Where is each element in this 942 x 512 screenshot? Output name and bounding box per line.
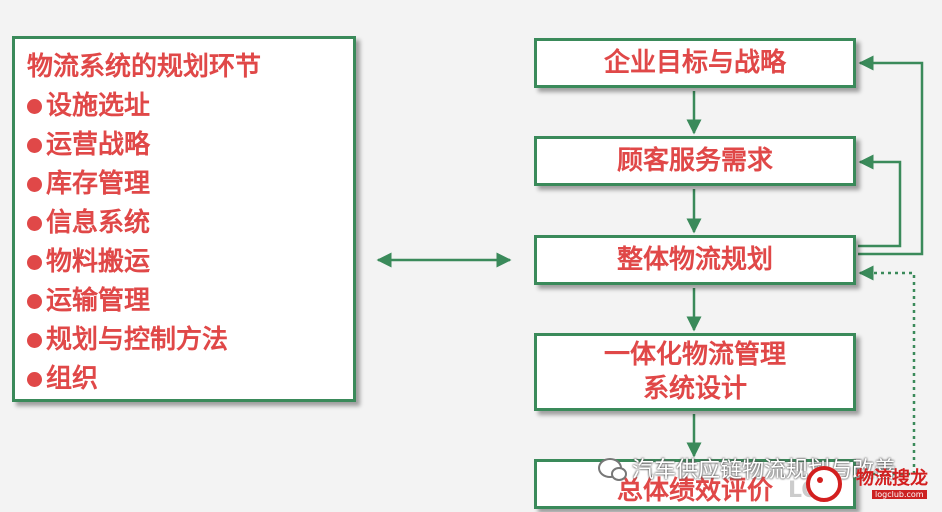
bullet-icon: [27, 255, 42, 270]
watermark-text: 汽车供应链物流规划与改善: [632, 458, 897, 483]
dotted-feedback-step5-to-step3: [858, 265, 916, 476]
flow-step-label: 整体物流规划: [616, 245, 773, 275]
list-item: 组织: [27, 360, 341, 399]
bullet-icon: [27, 294, 42, 309]
panel-title: 物流系统的规划环节: [27, 52, 262, 82]
flow-step-goals: 企业目标与战略: [534, 38, 856, 88]
bullet-icon: [27, 99, 42, 114]
list-item: 物料搬运: [27, 243, 341, 282]
flow-step-label: 企业目标与战略: [603, 48, 786, 78]
flow-step-label-line2: 系统设计: [642, 374, 747, 404]
list-item: 运输管理: [27, 282, 341, 321]
list-item: 库存管理: [27, 165, 341, 204]
list-item: 设施选址: [27, 87, 341, 126]
flow-step-label-group: 一体化物流管理 系统设计: [604, 338, 786, 406]
feedback-step3-to-step2: [858, 154, 902, 248]
list-item-label: 运输管理: [46, 286, 151, 316]
list-item: 信息系统: [27, 204, 341, 243]
target-logo-icon: [806, 466, 842, 502]
planning-elements-list: 设施选址 运营战略 库存管理 信息系统 物料搬运 运输管理 规划与控制方法 组织: [27, 87, 341, 399]
flow-step-system-design: 一体化物流管理 系统设计: [534, 333, 856, 411]
bullet-icon: [27, 177, 42, 192]
bullet-icon: [27, 333, 42, 348]
list-item-label: 物料搬运: [46, 247, 151, 277]
bullet-icon: [27, 216, 42, 231]
bullet-icon: [27, 372, 42, 387]
list-item-label: 组织: [46, 364, 99, 394]
wechat-icon: [598, 458, 627, 481]
logo-text: 物流搜龙: [856, 468, 928, 489]
list-item-label: 信息系统: [46, 208, 151, 238]
flow-step-label: 顾客服务需求: [616, 146, 773, 176]
flow-step-label: 总体绩效评价: [616, 476, 773, 506]
flow-step-customer-service: 顾客服务需求: [534, 136, 856, 186]
list-item-label: 运营战略: [46, 130, 151, 160]
logo: LOG 物流搜龙 logclub.com: [788, 460, 940, 510]
watermark: 汽车供应链物流规划与改善: [598, 452, 896, 484]
list-item-label: 库存管理: [46, 169, 151, 199]
list-item-label: 规划与控制方法: [46, 325, 229, 355]
planning-elements-panel: 物流系统的规划环节 设施选址 运营战略 库存管理 信息系统 物料搬运 运输管理 …: [12, 36, 356, 402]
list-item: 运营战略: [27, 126, 341, 165]
flow-step-performance-evaluation: 总体绩效评价: [534, 459, 856, 509]
bullet-icon: [27, 138, 42, 153]
list-item-label: 设施选址: [46, 91, 151, 121]
list-item: 规划与控制方法: [27, 321, 341, 360]
feedback-step3-to-step1: [858, 55, 924, 256]
flow-step-label-line1: 一体化物流管理: [603, 340, 786, 370]
flow-step-overall-planning: 整体物流规划: [534, 235, 856, 285]
logo-subtext: logclub.com: [872, 490, 927, 499]
